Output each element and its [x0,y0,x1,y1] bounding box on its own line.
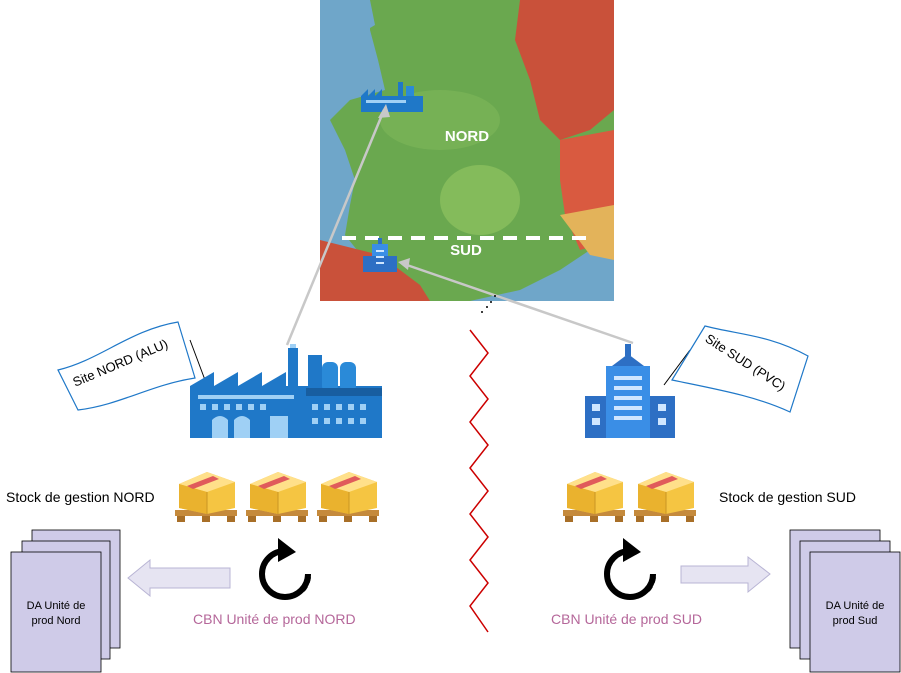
pallet-south-1 [562,471,626,523]
cbn-south-label: CBN Unité de prod SUD [551,611,702,627]
pallet-north-2 [245,471,309,523]
cbn-north-cycle-icon [259,538,311,600]
pallet-north-1 [174,471,238,523]
map-of-france [320,0,614,301]
doc-stack-north [10,529,121,673]
doc-south-line1: DA Unité de [826,600,885,612]
cbn-south-cycle-icon [604,538,656,600]
doc-north-line2: prod Nord [32,615,81,627]
building-south-icon [585,344,675,438]
map-factory-icon [361,82,423,112]
link-arrow-north [285,104,390,346]
doc-north-line1: DA Unité de [27,600,86,612]
dotted-connector [481,295,496,313]
arrow-to-doc-north [127,558,231,598]
link-arrow-south [398,258,634,345]
flag-south [663,325,809,413]
separator-zigzag [469,329,489,633]
stock-south-label: Stock de gestion SUD [719,489,856,505]
doc-south-line2: prod Sud [833,615,878,627]
cbn-north-label: CBN Unité de prod NORD [193,611,356,627]
arrow-to-doc-south [680,555,771,594]
map-building-icon [363,238,397,272]
stock-north-label: Stock de gestion NORD [6,489,155,505]
factory-north-icon [190,344,382,438]
pallet-north-3 [316,471,380,523]
map-label-nord: NORD [445,128,489,145]
doc-stack-south [789,529,901,673]
map-label-sud: SUD [450,242,482,259]
flag-north [57,321,206,411]
pallet-south-2 [633,471,697,523]
